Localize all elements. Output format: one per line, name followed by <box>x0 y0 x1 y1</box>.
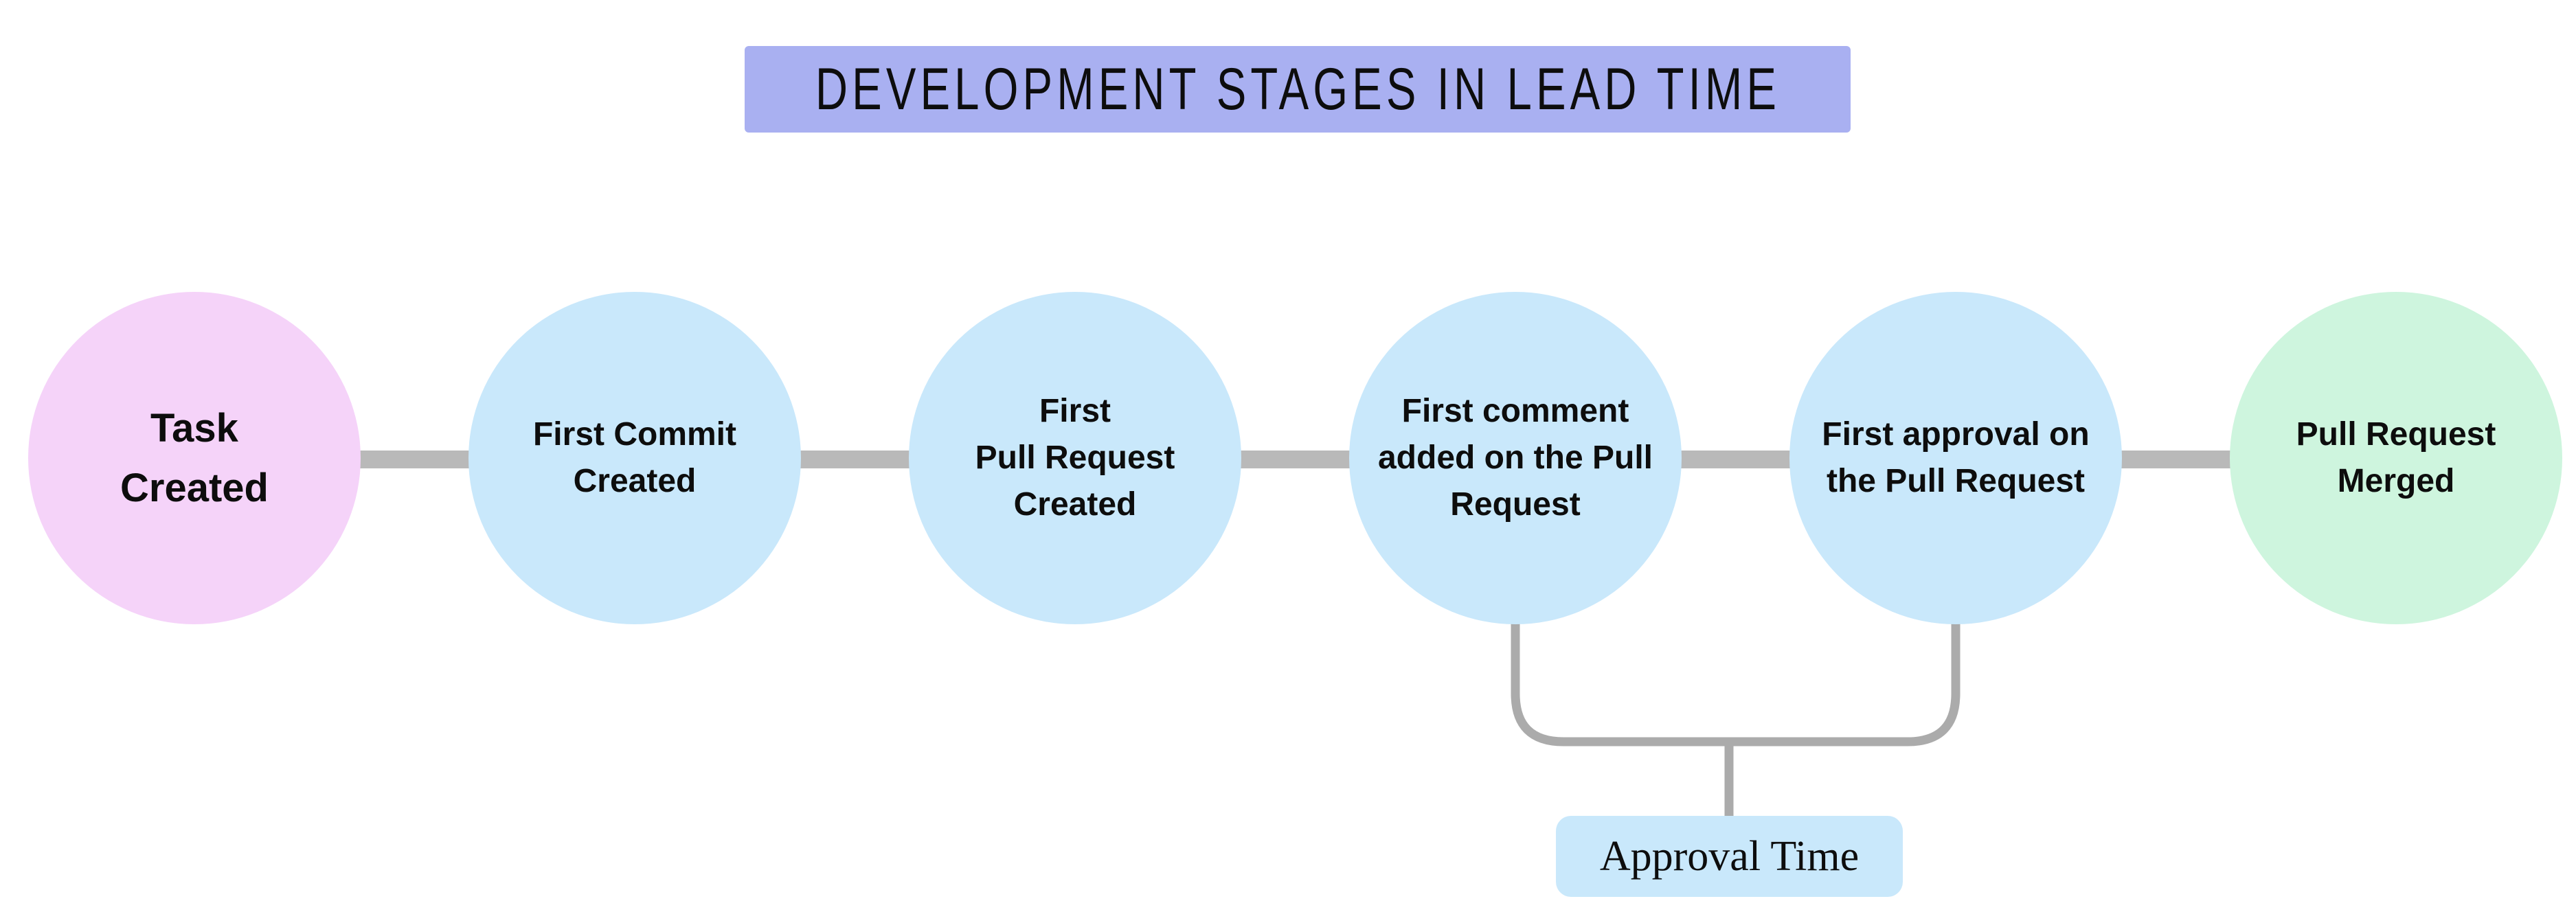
stage-node-first-approval: First approval on the Pull Request <box>1789 292 2122 624</box>
diagram-title-text: DEVELOPMENT STAGES IN LEAD TIME <box>815 56 1781 122</box>
stage-label: Task Created <box>120 406 269 510</box>
stage-node-first-commit-created: First Commit Created <box>468 292 801 624</box>
diagram-title: DEVELOPMENT STAGES IN LEAD TIME <box>745 46 1851 133</box>
approval-time-label: Approval Time <box>1599 832 1860 880</box>
approval-time-badge: Approval Time <box>1556 816 1903 897</box>
stage-label: First Commit Created <box>532 415 736 499</box>
stage-label: First comment added on the Pull Request <box>1377 392 1653 523</box>
stage-label: First Pull Request Created <box>975 392 1175 523</box>
stage-label: First approval on the Pull Request <box>1822 415 2090 499</box>
stage-node-first-comment-added: First comment added on the Pull Request <box>1349 292 1682 624</box>
stage-node-first-pull-request-created: First Pull Request Created <box>909 292 1241 624</box>
stage-label: Pull Request Merged <box>2296 415 2496 499</box>
stage-node-task-created: Task Created <box>28 292 361 624</box>
stage-node-pull-request-merged: Pull Request Merged <box>2230 292 2562 624</box>
